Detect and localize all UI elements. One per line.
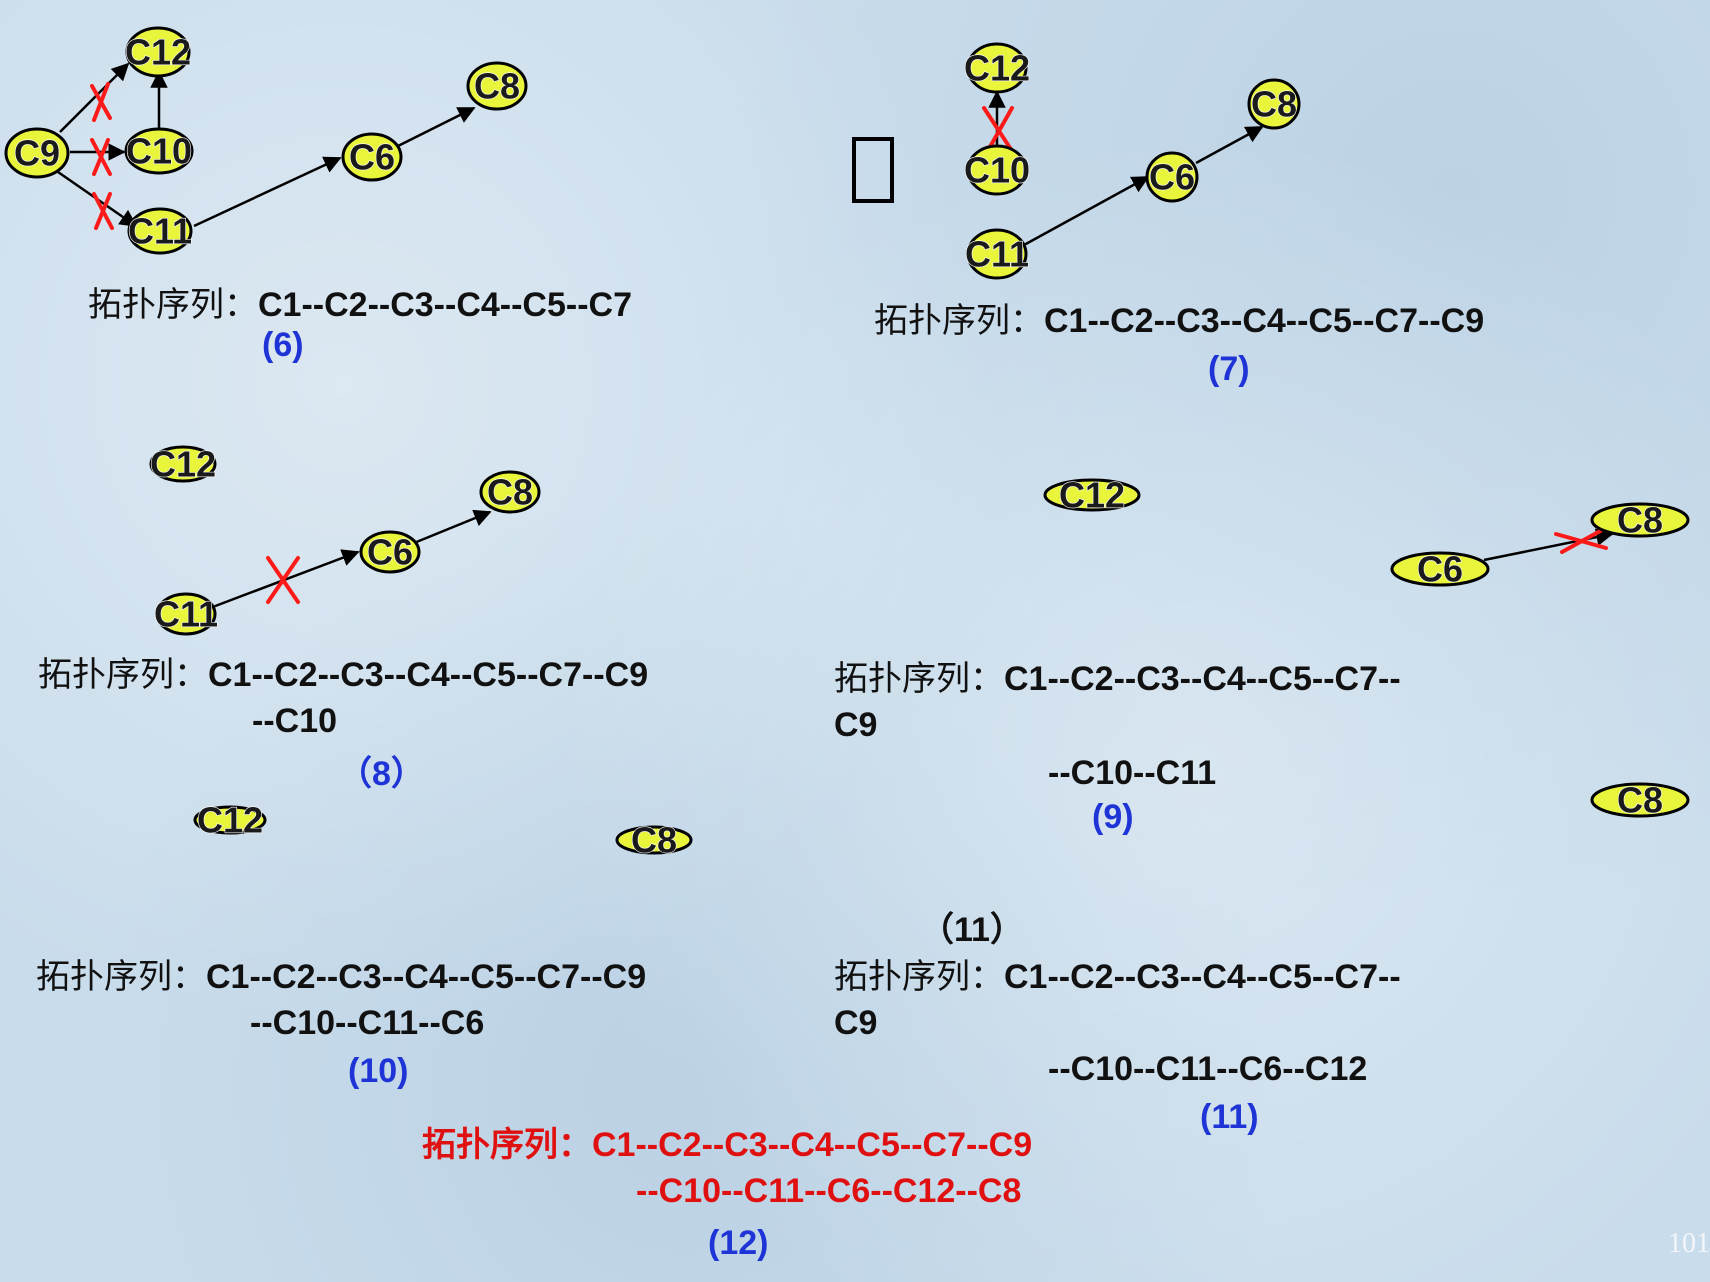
sequence-line: C1--C2--C3--C4--C5--C7--C9 bbox=[206, 958, 647, 996]
node-label: C8 bbox=[487, 472, 533, 513]
node-c6: C6 bbox=[341, 132, 403, 182]
cross-mark bbox=[1554, 528, 1608, 554]
sequence-line: C1--C2--C3--C4--C5--C7--C9 bbox=[208, 656, 649, 694]
panel-8-graph: C12 C11 C6 C8 bbox=[149, 443, 541, 636]
panel-11-sequence: 拓扑序列：C1--C2--C3--C4--C5--C7-- bbox=[834, 954, 1401, 1000]
panel-10-label: (10) bbox=[348, 1052, 409, 1090]
node-label: C12 bbox=[197, 800, 263, 841]
node-label: C6 bbox=[367, 532, 413, 573]
node-label: C6 bbox=[1417, 549, 1463, 590]
edge-c6-c8 bbox=[1483, 528, 1614, 562]
node-label: C8 bbox=[1617, 500, 1663, 541]
sequence-prefix: 拓扑序列： bbox=[38, 655, 208, 695]
sequence-prefix: 拓扑序列： bbox=[422, 1125, 592, 1165]
node-c8: C8 bbox=[1590, 499, 1690, 541]
panel-8-sequence-cont: --C10 bbox=[252, 702, 338, 740]
sequence-line: C1--C2--C3--C4--C5--C7--C9 bbox=[1044, 302, 1485, 340]
panel-10-sequence-cont: --C10--C11--C6 bbox=[250, 1004, 485, 1042]
final-sequence: 拓扑序列：C1--C2--C3--C4--C5--C7--C9 bbox=[422, 1122, 1032, 1168]
node-label: C8 bbox=[474, 66, 520, 107]
panel-9-label: (9) bbox=[1092, 798, 1134, 836]
cross-mark bbox=[90, 82, 112, 122]
panel-11-heading: （11） bbox=[920, 911, 1024, 949]
node-label: C11 bbox=[965, 234, 1029, 275]
final-sequence-cont: --C10--C11--C6--C12--C8 bbox=[636, 1172, 1022, 1210]
node-label: C12 bbox=[125, 32, 191, 73]
cross-mark bbox=[90, 138, 112, 176]
node-c9: C9 bbox=[4, 127, 70, 179]
sequence-line: C1--C2--C3--C4--C5--C7-- bbox=[1004, 958, 1401, 996]
node-c10: C10 bbox=[963, 144, 1031, 196]
node-c12: C12 bbox=[149, 443, 216, 485]
cross-mark bbox=[266, 556, 300, 604]
node-label: C12 bbox=[1059, 475, 1125, 516]
panel-6-sequence: 拓扑序列：C1--C2--C3--C4--C5--C7 bbox=[88, 282, 632, 328]
edge-c9-c12 bbox=[59, 62, 130, 133]
panel-7-graph: C12 C10 C11 C6 C8 bbox=[963, 42, 1301, 280]
edge-c11-c6 bbox=[1023, 175, 1150, 247]
node-label: C10 bbox=[126, 131, 192, 172]
node-c12: C12 bbox=[963, 42, 1031, 94]
edge-c6-c8 bbox=[1195, 125, 1264, 165]
panel-11-sequence-cont2: --C10--C11--C6--C12 bbox=[1048, 1050, 1368, 1088]
panel-11-graph: C8 bbox=[1590, 779, 1690, 821]
panel-6-label: (6) bbox=[262, 326, 304, 364]
node-c11: C11 bbox=[127, 207, 193, 255]
edge-c6-c8 bbox=[397, 106, 476, 148]
missing-glyph-box bbox=[852, 137, 894, 203]
edge-c11-c6 bbox=[193, 156, 342, 228]
node-c8: C8 bbox=[615, 819, 693, 861]
node-c8: C8 bbox=[479, 470, 541, 514]
sequence-prefix: 拓扑序列： bbox=[88, 285, 258, 325]
panel-9-sequence-cont2: --C10--C11 bbox=[1048, 754, 1217, 792]
sequence-prefix: 拓扑序列： bbox=[834, 659, 1004, 699]
node-c6: C6 bbox=[359, 530, 421, 574]
node-label: C12 bbox=[150, 444, 216, 485]
node-c6: C6 bbox=[1390, 548, 1490, 590]
node-c12: C12 bbox=[193, 799, 267, 841]
node-label: C11 bbox=[154, 594, 218, 635]
sequence-prefix: 拓扑序列： bbox=[834, 957, 1004, 997]
page-number: 101 bbox=[1668, 1228, 1710, 1259]
panel-9-graph: C12 C6 C8 bbox=[1043, 474, 1690, 590]
node-c10: C10 bbox=[124, 127, 194, 175]
panel-11-sequence-cont: C9 bbox=[834, 1004, 878, 1042]
node-label: C8 bbox=[1251, 84, 1297, 125]
node-c11: C11 bbox=[153, 592, 219, 636]
node-c12: C12 bbox=[1043, 474, 1141, 516]
edge-c6-c8 bbox=[413, 509, 492, 545]
sequence-prefix: 拓扑序列： bbox=[36, 957, 206, 997]
panel-7-label: (7) bbox=[1208, 350, 1250, 388]
node-label: C6 bbox=[349, 137, 395, 178]
node-c8: C8 bbox=[1247, 78, 1301, 130]
sequence-prefix: 拓扑序列： bbox=[874, 301, 1044, 341]
panel-9-sequence: 拓扑序列：C1--C2--C3--C4--C5--C7-- bbox=[834, 656, 1401, 702]
panel-10-sequence: 拓扑序列：C1--C2--C3--C4--C5--C7--C9 bbox=[36, 954, 646, 1000]
panel-12-label: (12) bbox=[708, 1224, 769, 1262]
node-c12: C12 bbox=[124, 26, 192, 78]
panel-10-graph: C12 C8 bbox=[193, 799, 693, 861]
node-label: C8 bbox=[631, 820, 677, 861]
node-label: C12 bbox=[964, 48, 1030, 89]
node-label: C10 bbox=[964, 150, 1030, 191]
cross-mark bbox=[92, 192, 114, 230]
sequence-line: C1--C2--C3--C4--C5--C7--C9 bbox=[592, 1126, 1033, 1164]
node-label: C6 bbox=[1149, 157, 1195, 198]
panel-9-sequence-cont: C9 bbox=[834, 706, 878, 744]
node-c8: C8 bbox=[1590, 779, 1690, 821]
panel-11-label: (11) bbox=[1200, 1098, 1259, 1136]
panel-8-label: （8） bbox=[338, 755, 425, 793]
node-label: C9 bbox=[14, 133, 60, 174]
node-label: C11 bbox=[128, 211, 192, 252]
panel-7-sequence: 拓扑序列：C1--C2--C3--C4--C5--C7--C9 bbox=[874, 298, 1484, 344]
node-c8: C8 bbox=[466, 61, 528, 111]
sequence-line: C1--C2--C3--C4--C5--C7-- bbox=[1004, 660, 1401, 698]
panel-8-sequence: 拓扑序列：C1--C2--C3--C4--C5--C7--C9 bbox=[38, 652, 648, 698]
node-c6: C6 bbox=[1145, 151, 1199, 203]
node-c11: C11 bbox=[964, 228, 1030, 280]
panel-6-graph: C12 C9 C10 C11 C6 C8 bbox=[4, 26, 528, 255]
sequence-line: C1--C2--C3--C4--C5--C7 bbox=[258, 286, 632, 324]
node-label: C8 bbox=[1617, 780, 1663, 821]
